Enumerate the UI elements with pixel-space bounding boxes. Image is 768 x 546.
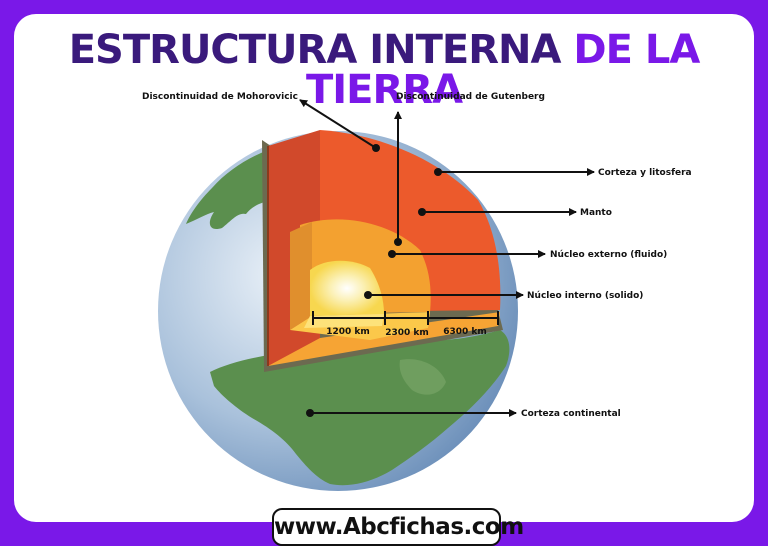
globe [158, 130, 518, 491]
outer-core-side [290, 222, 312, 330]
distance-inner-core: 1200 km [326, 327, 370, 337]
title-part-2: DE LA TIERRA [305, 27, 700, 113]
distance-mantle: 6300 km [443, 327, 487, 337]
earth-cutaway [262, 130, 503, 372]
continent-arabia [399, 359, 446, 395]
label-nucleo-externo: Núcleo externo (fluido) [550, 250, 667, 260]
title-part-1: ESTRUCTURA INTERNA [68, 27, 562, 73]
continent-america [186, 150, 277, 230]
distance-scale: 1200 km 2300 km 6300 km [312, 311, 499, 338]
mantle-floor [268, 312, 500, 366]
label-manto: Manto [580, 208, 612, 218]
inner-core-layer [310, 260, 384, 316]
distance-outer-core: 2300 km [385, 328, 429, 338]
label-gutenberg: Discontinuidad de Gutenberg [396, 92, 545, 102]
label-corteza-continental: Corteza continental [521, 409, 621, 419]
callout-arrows [299, 99, 595, 417]
website-footer: www.Abcfichas.com [272, 508, 524, 546]
label-mohorovicic: Discontinuidad de Mohorovicic [142, 92, 298, 102]
label-corteza-litosfera: Corteza y litosfera [598, 168, 692, 178]
label-nucleo-interno: Núcleo interno (solido) [527, 291, 643, 301]
page-title: ESTRUCTURA INTERNA DE LA TIERRA [0, 30, 768, 110]
inner-core-floor [304, 314, 384, 328]
